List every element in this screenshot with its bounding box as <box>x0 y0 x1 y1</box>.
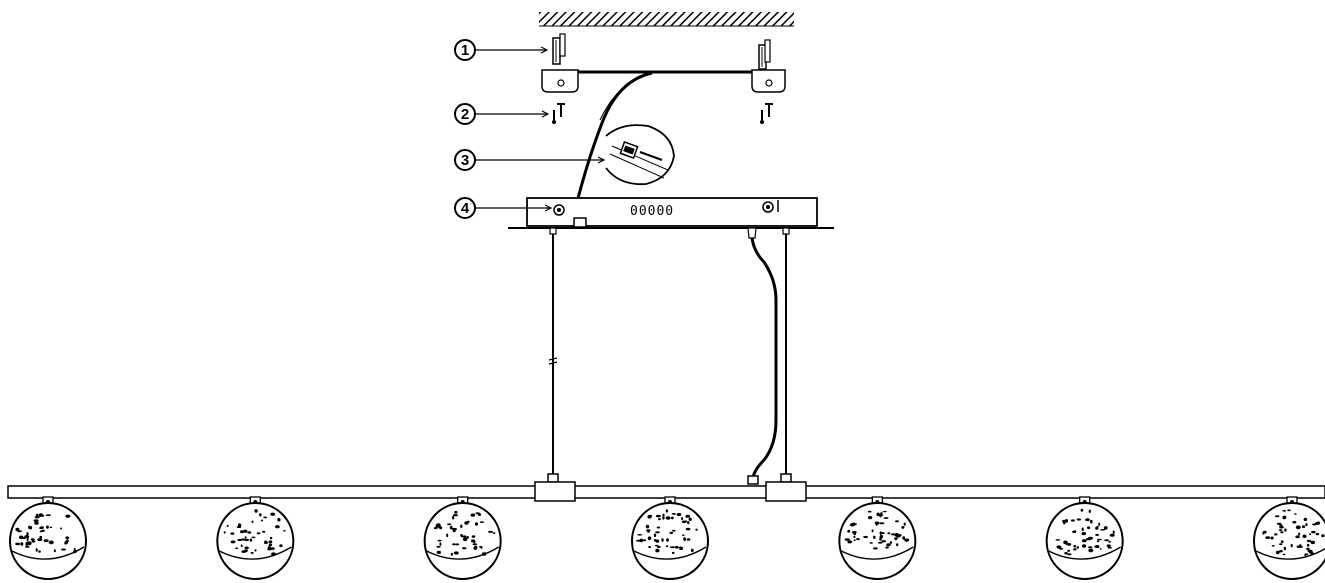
callout-4: 4 <box>454 197 553 219</box>
globe-pendant <box>1253 496 1325 580</box>
screw-left <box>552 103 565 124</box>
suspension-wire-right <box>780 227 792 483</box>
wall-anchor-right <box>758 39 771 70</box>
light-bar <box>7 481 1325 502</box>
globe-pendant <box>216 496 295 580</box>
canopy: 00000 <box>508 197 834 229</box>
globe-pendant <box>9 496 87 580</box>
callout-3-number: 3 <box>461 152 469 169</box>
ceiling <box>539 12 794 27</box>
globe-pendant <box>631 496 709 580</box>
power-cable <box>747 227 778 485</box>
callout-1-number: 1 <box>461 42 469 59</box>
callout-3: 3 <box>454 149 606 171</box>
globe-pendant <box>838 496 917 580</box>
globe-pendant <box>1045 496 1124 580</box>
canopy-label: 00000 <box>630 204 674 219</box>
callout-2: 2 <box>454 103 550 125</box>
callout-1: 1 <box>454 39 549 61</box>
suspension-wire-left <box>547 227 559 483</box>
wall-anchor-left <box>552 33 566 65</box>
callout-4-number: 4 <box>461 200 470 217</box>
terminal-block-detail <box>605 124 675 186</box>
callout-2-number: 2 <box>461 106 469 123</box>
mounting-bracket <box>541 69 786 93</box>
screw-right <box>760 103 773 124</box>
globe-pendant <box>423 496 502 580</box>
globe-group <box>9 496 1325 580</box>
